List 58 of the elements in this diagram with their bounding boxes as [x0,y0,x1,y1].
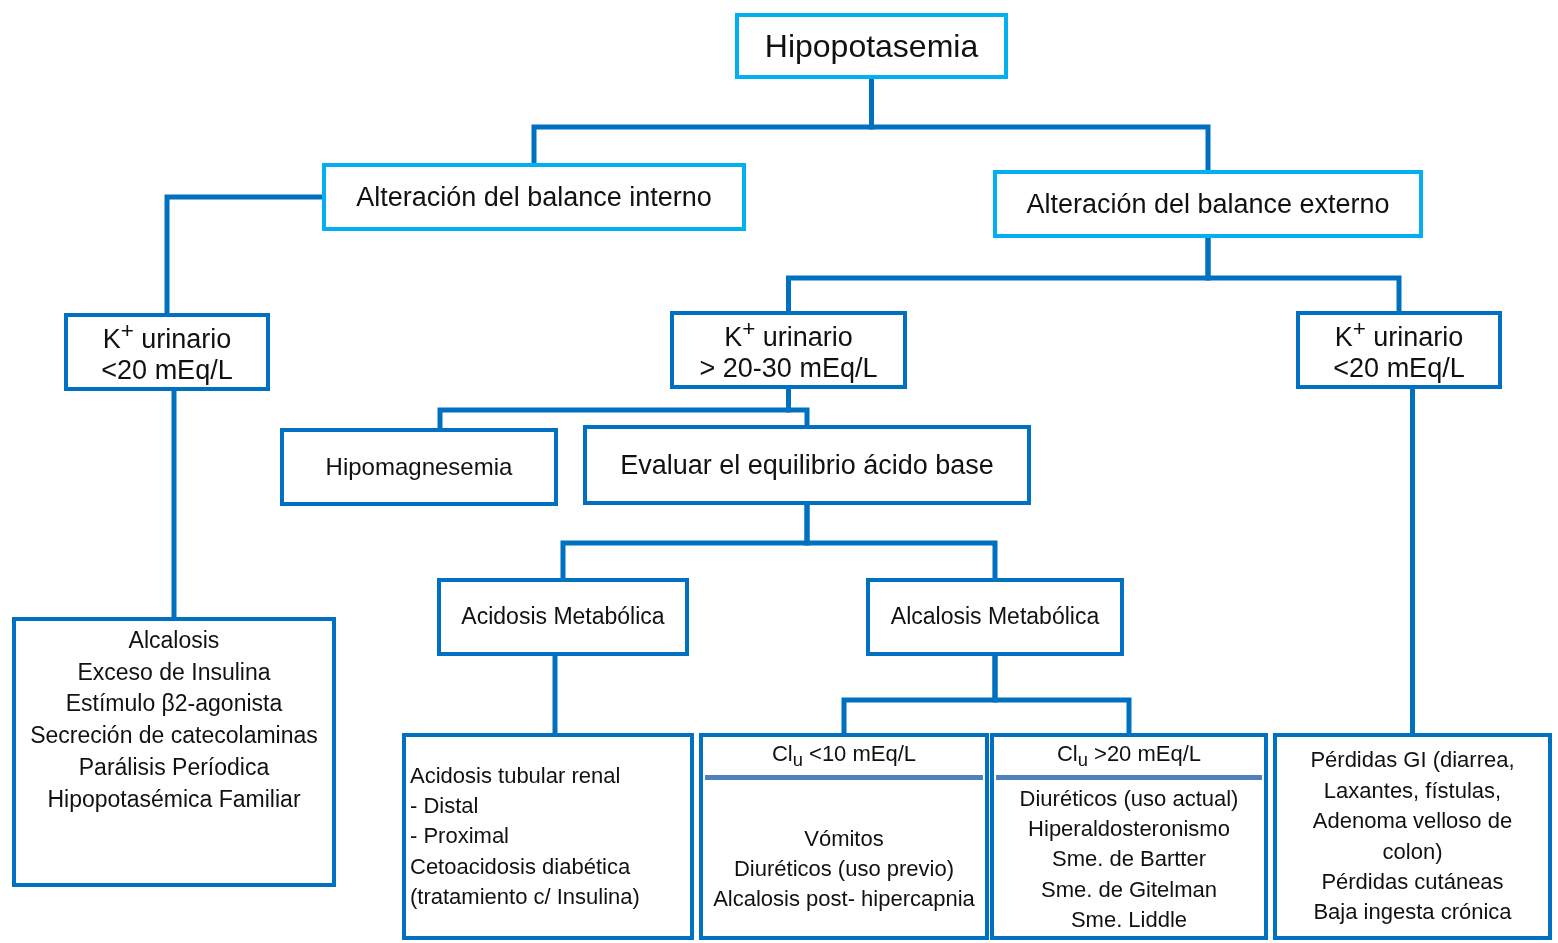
box-text: Alcalosis post- hipercapnia [713,885,975,914]
box-text: Evaluar el equilibrio ácido base [620,448,994,482]
connector-line [164,194,322,313]
box-text: Vómitos [804,824,884,853]
box-text: K$^{+}$ urinario [102,317,232,355]
connector-line [992,656,1132,733]
box-text: Sme. de Bartter [1051,845,1207,874]
box-text: - Proximal [410,822,509,851]
box-text: Alcalosis Metabólica [890,603,1100,631]
box-text: Parálisis Períodica Hipopotasémica Familiar [46,752,302,814]
box-text: K$^{+}$ urinario [1334,315,1464,353]
box-text: Cetoacidosis diabética (tratamiento c/ Insulina) [410,852,641,912]
box-text: Hipomagnesemia [325,452,513,482]
box-text: Pérdidas cutáneas [1321,867,1504,896]
connector-line [171,391,177,617]
box-text: > 20-30 mEq/L [699,353,878,385]
process-box [1273,733,1552,940]
process-box [1296,311,1502,389]
box-text: Hiperaldosteronismo [1028,815,1230,844]
box-text: Diuréticos (uso actual) [1019,784,1239,813]
column-header: Cl$_{u}$ <10 mEq/L [705,739,983,780]
process-box [990,733,1268,940]
process-box [993,170,1423,238]
process-box [583,425,1031,505]
box-text: - Distal [410,791,479,820]
connector-line [1205,238,1402,311]
process-box [12,617,336,887]
box-text: Alteración del balance externo [1026,187,1390,221]
box-text: Estímulo β2-agonista [65,689,283,719]
box-text: Alteración del balance interno [356,180,712,214]
box-text: Alcalosis [128,626,220,655]
process-box [699,733,989,940]
box-text: <20 mEq/L [1333,353,1465,385]
box-text: Acidosis Metabólica [461,603,665,631]
box-text: Hipopotasemia [764,26,979,66]
box-text: <20 mEq/L [101,355,233,387]
connector-line [786,389,810,425]
process-box [735,13,1008,79]
process-box [670,311,907,389]
box-text: Sme. de Gitelman [1040,875,1218,904]
process-box [64,313,270,391]
box-text: Exceso de Insulina [77,657,271,687]
box-text: Pérdidas GI (diarrea, Laxantes, fístulas, Adenoma velloso de colon) [1309,746,1516,866]
process-box [866,578,1124,656]
process-box [322,163,746,231]
box-text: Acidosis tubular renal [410,761,621,790]
connector-line [1410,389,1415,733]
box-text: K$^{+}$ urinario [724,315,853,353]
box-text: Diuréticos (uso previo) [733,855,955,884]
process-box [280,428,558,506]
box-text: Baja ingesta crónica [1313,898,1512,927]
column-header: Cl$_{u}$ >20 mEq/L [996,739,1262,780]
connector-line [804,505,998,578]
box-text: Secreción de catecolaminas [30,721,318,751]
connector-line [552,656,558,733]
process-box [437,578,689,656]
box-text: Sme. Liddle [1070,906,1188,935]
process-box [402,733,694,940]
